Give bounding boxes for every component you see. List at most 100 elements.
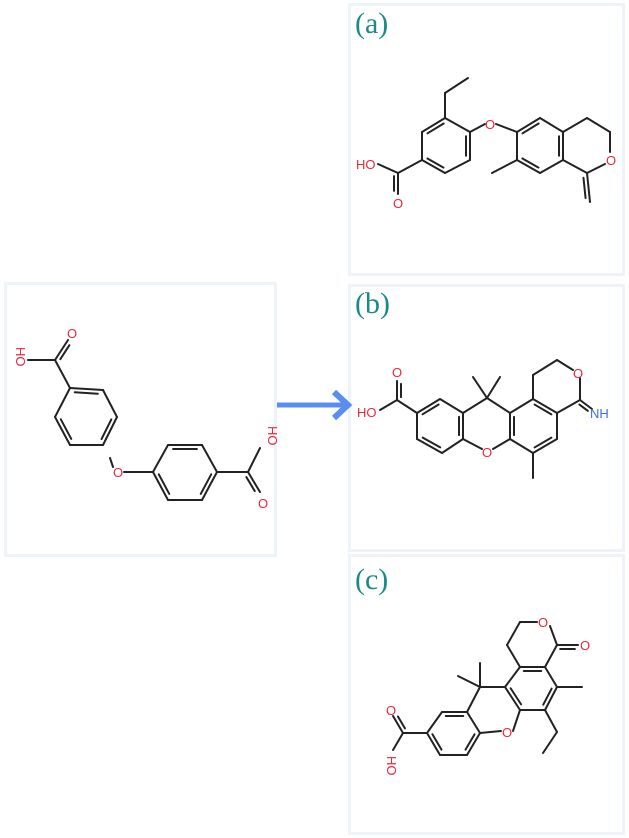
bond [444,159,471,174]
atom-oh-right: HO [265,426,280,446]
bond [556,399,581,414]
reaction-arrow [277,389,353,421]
double-bond-line [100,418,113,441]
bond [506,621,521,646]
bond [486,397,511,414]
bond [421,117,446,133]
bond [457,675,481,688]
bond [586,172,591,203]
double-bond-line [396,715,406,730]
atom-a-o-acid: O [393,196,403,211]
bond [102,389,118,418]
bond [532,438,558,454]
atom-a-oh: HO [356,157,376,172]
double-bond-line [521,157,540,169]
double-bond-line [431,733,443,751]
bond [397,159,423,174]
bond [466,711,481,734]
double-bond-line [59,418,73,440]
bond [562,117,588,133]
panel-label-b: (b) [355,287,390,320]
bond [444,77,469,94]
bond [562,159,588,174]
bond [491,159,518,174]
bond [539,159,564,174]
atom-b-o-acid: O [392,365,402,380]
atom-b-nh: NH [590,406,609,421]
bond [462,397,488,414]
bond [426,711,443,734]
atom-b-o-xanthene: O [482,445,492,460]
bond [201,444,218,473]
atom-o-right: O [258,496,268,511]
bond [532,359,558,376]
bond [542,731,558,754]
double-bond-line [421,403,440,416]
atom-c-o-ring: O [538,615,548,630]
bond [54,416,71,446]
double-bond-line [533,403,553,416]
product-panel-a [348,3,625,276]
double-bond-line [421,436,442,449]
bond [152,444,169,473]
double-bond-line [73,391,99,395]
bond [495,123,518,133]
double-bond-line [157,473,171,495]
bond [556,359,574,371]
bond [492,438,511,450]
atom-b-oh: HO [357,405,377,420]
bond [486,376,501,399]
product-panel-b [348,284,625,552]
bond [472,376,488,399]
bond [201,471,218,501]
bond [396,399,418,414]
bond [509,438,534,454]
bond [579,399,593,410]
bond [504,666,521,688]
bond [586,163,606,174]
atom-o-top: O [67,326,77,341]
bond [444,117,471,133]
panel-label-a: (a) [355,7,388,40]
double-bond-line [59,344,71,361]
bond [516,159,541,174]
double-bond-line [199,473,213,495]
product-panel-c [348,554,625,835]
bond [416,398,441,414]
bond [426,732,441,756]
bond [516,117,541,133]
atom-b-o-ring: O [573,366,583,381]
bond [466,732,481,756]
bond [544,666,558,688]
bond [379,399,398,411]
atom-c-o-acid: O [386,703,396,718]
atom-c-o-ketone: O [580,638,590,653]
double-bond-line [245,476,256,493]
bond [532,398,558,414]
bond [549,625,558,646]
bond [441,438,464,454]
atom-a-o-ring: O [606,153,616,168]
double-bond-line [426,157,445,169]
atom-c-oh: HO [384,756,399,776]
bond [479,730,502,734]
bond [462,438,483,450]
double-bond-line [509,687,523,706]
bond [152,471,169,501]
double-bond-line [521,122,540,135]
bond [247,471,261,493]
bond [421,159,446,174]
bond [109,457,114,468]
atom-o-ether: O [113,465,123,480]
bond [54,387,71,418]
double-bond-line [542,687,553,706]
bonds [27,77,611,756]
reactant-panel [4,282,277,557]
double-bond-line [582,176,587,200]
bond [586,117,611,133]
bond [544,644,558,668]
bond [469,123,486,133]
bond [439,398,464,414]
double-bond-line [464,733,476,751]
